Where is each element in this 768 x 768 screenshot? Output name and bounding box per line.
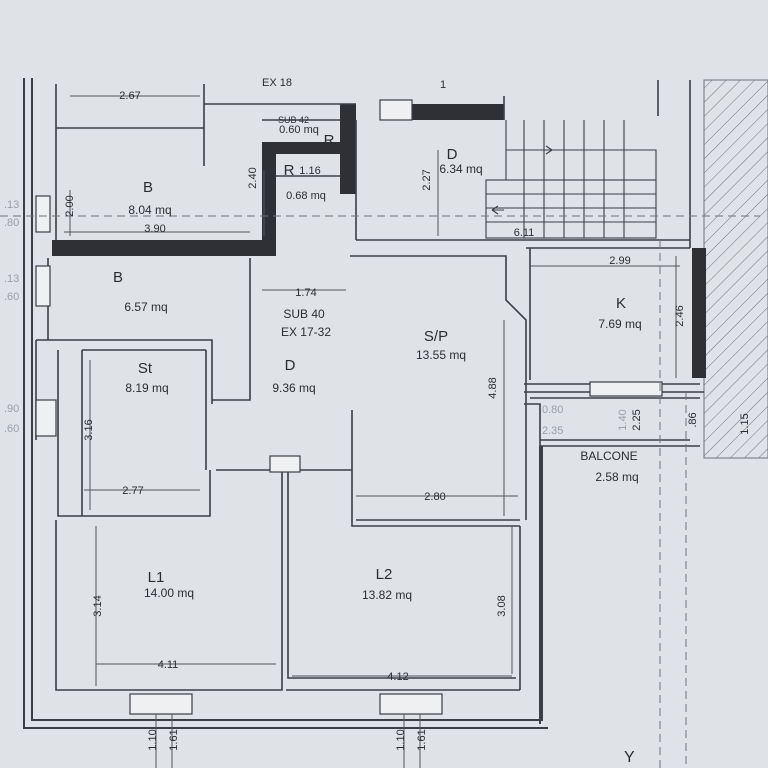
dimension-texts: 2.67 3.90 1.16 6.11 2.99 1.74 2.77 2.80 … xyxy=(119,79,630,683)
dim-227: 2.27 xyxy=(421,169,433,190)
room-name-storage: St xyxy=(138,360,153,377)
dim-235: 2.35 xyxy=(542,425,563,437)
room-name-room-1: L1 xyxy=(148,569,165,586)
room-area-storage: 8.19 mq xyxy=(125,381,168,395)
vertical-dimension-texts: 2.00 2.40 2.27 2.46 4.88 3.16 3.14 3.08 … xyxy=(64,167,751,750)
dim-161-right: 1.61 xyxy=(416,729,428,750)
room-names: B B St D S/P D K L1 L2 R R BALCONE xyxy=(113,132,638,586)
dim-316: 3.16 xyxy=(83,419,95,440)
margin-13a: .13 xyxy=(4,199,19,211)
axis-label-y: Y xyxy=(624,749,635,766)
dim-390: 3.90 xyxy=(144,223,165,235)
room-area-closet-1: 0.60 mq xyxy=(279,124,319,136)
room-name-hall: D xyxy=(285,357,296,374)
room-name-bath-1: B xyxy=(143,179,153,196)
dim-280: 2.80 xyxy=(424,491,445,503)
dimension-lines xyxy=(64,95,680,768)
dim-267: 2.67 xyxy=(119,90,140,102)
sub42-label: SUB 42 xyxy=(278,115,309,125)
room-name-closet-2: R xyxy=(284,162,295,179)
dim-277: 2.77 xyxy=(122,485,143,497)
dim-140: 1.40 xyxy=(617,409,629,430)
top-fragment-label: EX 18 xyxy=(262,77,292,89)
room-area-kitchen: 7.69 mq xyxy=(598,317,641,331)
thick-walls xyxy=(52,104,706,378)
room-name-landing: D xyxy=(447,146,458,163)
dim-200: 2.00 xyxy=(64,195,76,216)
dim-412: 4.12 xyxy=(387,671,408,683)
opening-dims: 0.80 2.35 xyxy=(542,404,563,437)
staircase xyxy=(485,120,657,239)
room-name-living: S/P xyxy=(424,328,448,345)
room-area-hall: 9.36 mq xyxy=(272,381,315,395)
subunit-labels: SUB 42 SUB 40 EX 17-32 EX 18 xyxy=(262,77,331,339)
room-name-bath-2: B xyxy=(113,269,123,286)
room-area-bath-1: 8.04 mq xyxy=(128,203,171,217)
dim-086: .86 xyxy=(687,412,699,427)
dim-314: 3.14 xyxy=(92,595,104,616)
margin-60a: .60 xyxy=(4,291,19,303)
dim-246: 2.46 xyxy=(674,305,686,326)
room-area-landing: 6.34 mq xyxy=(439,162,482,176)
hatched-wall xyxy=(703,79,768,459)
room-area-living: 13.55 mq xyxy=(416,348,466,362)
room-name-kitchen: K xyxy=(616,295,626,312)
dim-115: 1.15 xyxy=(739,413,751,434)
room-area-balcony: 2.58 mq xyxy=(595,470,638,484)
windows xyxy=(35,99,663,715)
dim-225: 2.25 xyxy=(631,409,643,430)
dim-299: 2.99 xyxy=(609,255,630,267)
room-area-room-2: 13.82 mq xyxy=(362,588,412,602)
margin-80: .80 xyxy=(4,217,19,229)
sub40-label: SUB 40 xyxy=(283,307,325,321)
dim-611: 6.11 xyxy=(514,227,535,239)
room-areas: 8.04 mq 6.57 mq 8.19 mq 9.36 mq 13.55 mq… xyxy=(124,124,641,602)
dim-1: 1 xyxy=(440,79,446,91)
dim-110-left: 1.10 xyxy=(147,729,159,750)
room-name-closet-1: R xyxy=(324,132,335,149)
margin-marks: .13 .80 .13 .60 .90 .60 xyxy=(4,199,19,435)
room-area-room-1: 14.00 mq xyxy=(144,586,194,600)
margin-13b: .13 xyxy=(4,273,19,285)
dim-080: 0.80 xyxy=(542,404,563,416)
dim-174: 1.74 xyxy=(295,287,316,299)
room-name-room-2: L2 xyxy=(376,566,393,583)
ex-label: EX 17-32 xyxy=(281,325,331,339)
interior-walls xyxy=(35,80,704,691)
room-name-balcony: BALCONE xyxy=(580,449,637,463)
room-area-bath-2: 6.57 mq xyxy=(124,300,167,314)
dim-240: 2.40 xyxy=(247,167,259,188)
dim-488: 4.88 xyxy=(487,377,499,398)
dim-110-right: 1.10 xyxy=(395,729,407,750)
dashed-lines xyxy=(0,215,760,768)
dim-411: 4.11 xyxy=(158,659,179,671)
outer-walls xyxy=(23,78,548,729)
room-area-closet-2: 0.68 mq xyxy=(286,190,326,202)
margin-60b: .60 xyxy=(4,423,19,435)
dim-161-left: 1.61 xyxy=(168,729,180,750)
margin-90: .90 xyxy=(4,403,19,415)
dim-308: 3.08 xyxy=(496,595,508,616)
dim-116: 1.16 xyxy=(299,165,320,177)
